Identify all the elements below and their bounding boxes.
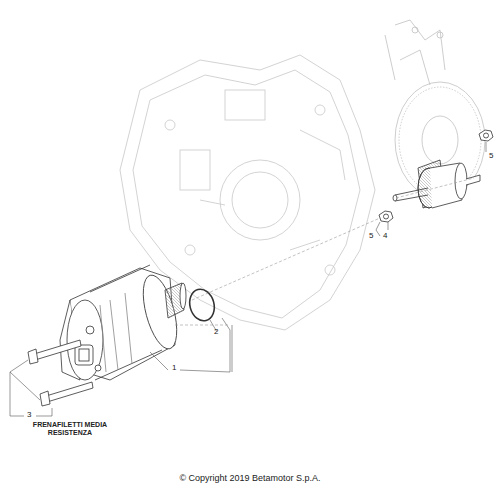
o-ring	[186, 286, 217, 323]
threadlocker-note: FRENAFILETTI MEDIA RESISTENZA	[30, 421, 110, 436]
nut	[379, 130, 493, 222]
callout-number: 4	[383, 232, 387, 241]
callout-number: 2	[214, 328, 218, 337]
callout-number: 3	[27, 411, 31, 420]
idler-gear	[393, 160, 480, 208]
starter-motor	[60, 265, 186, 380]
bolt	[28, 340, 93, 406]
callout-number: 5	[489, 152, 493, 161]
copyright-note: © Copyright 2019 Betamotor S.p.A.	[179, 474, 320, 484]
callout-number: 5	[369, 232, 373, 241]
leader-line	[10, 142, 486, 416]
callout-number: 1	[172, 364, 176, 373]
